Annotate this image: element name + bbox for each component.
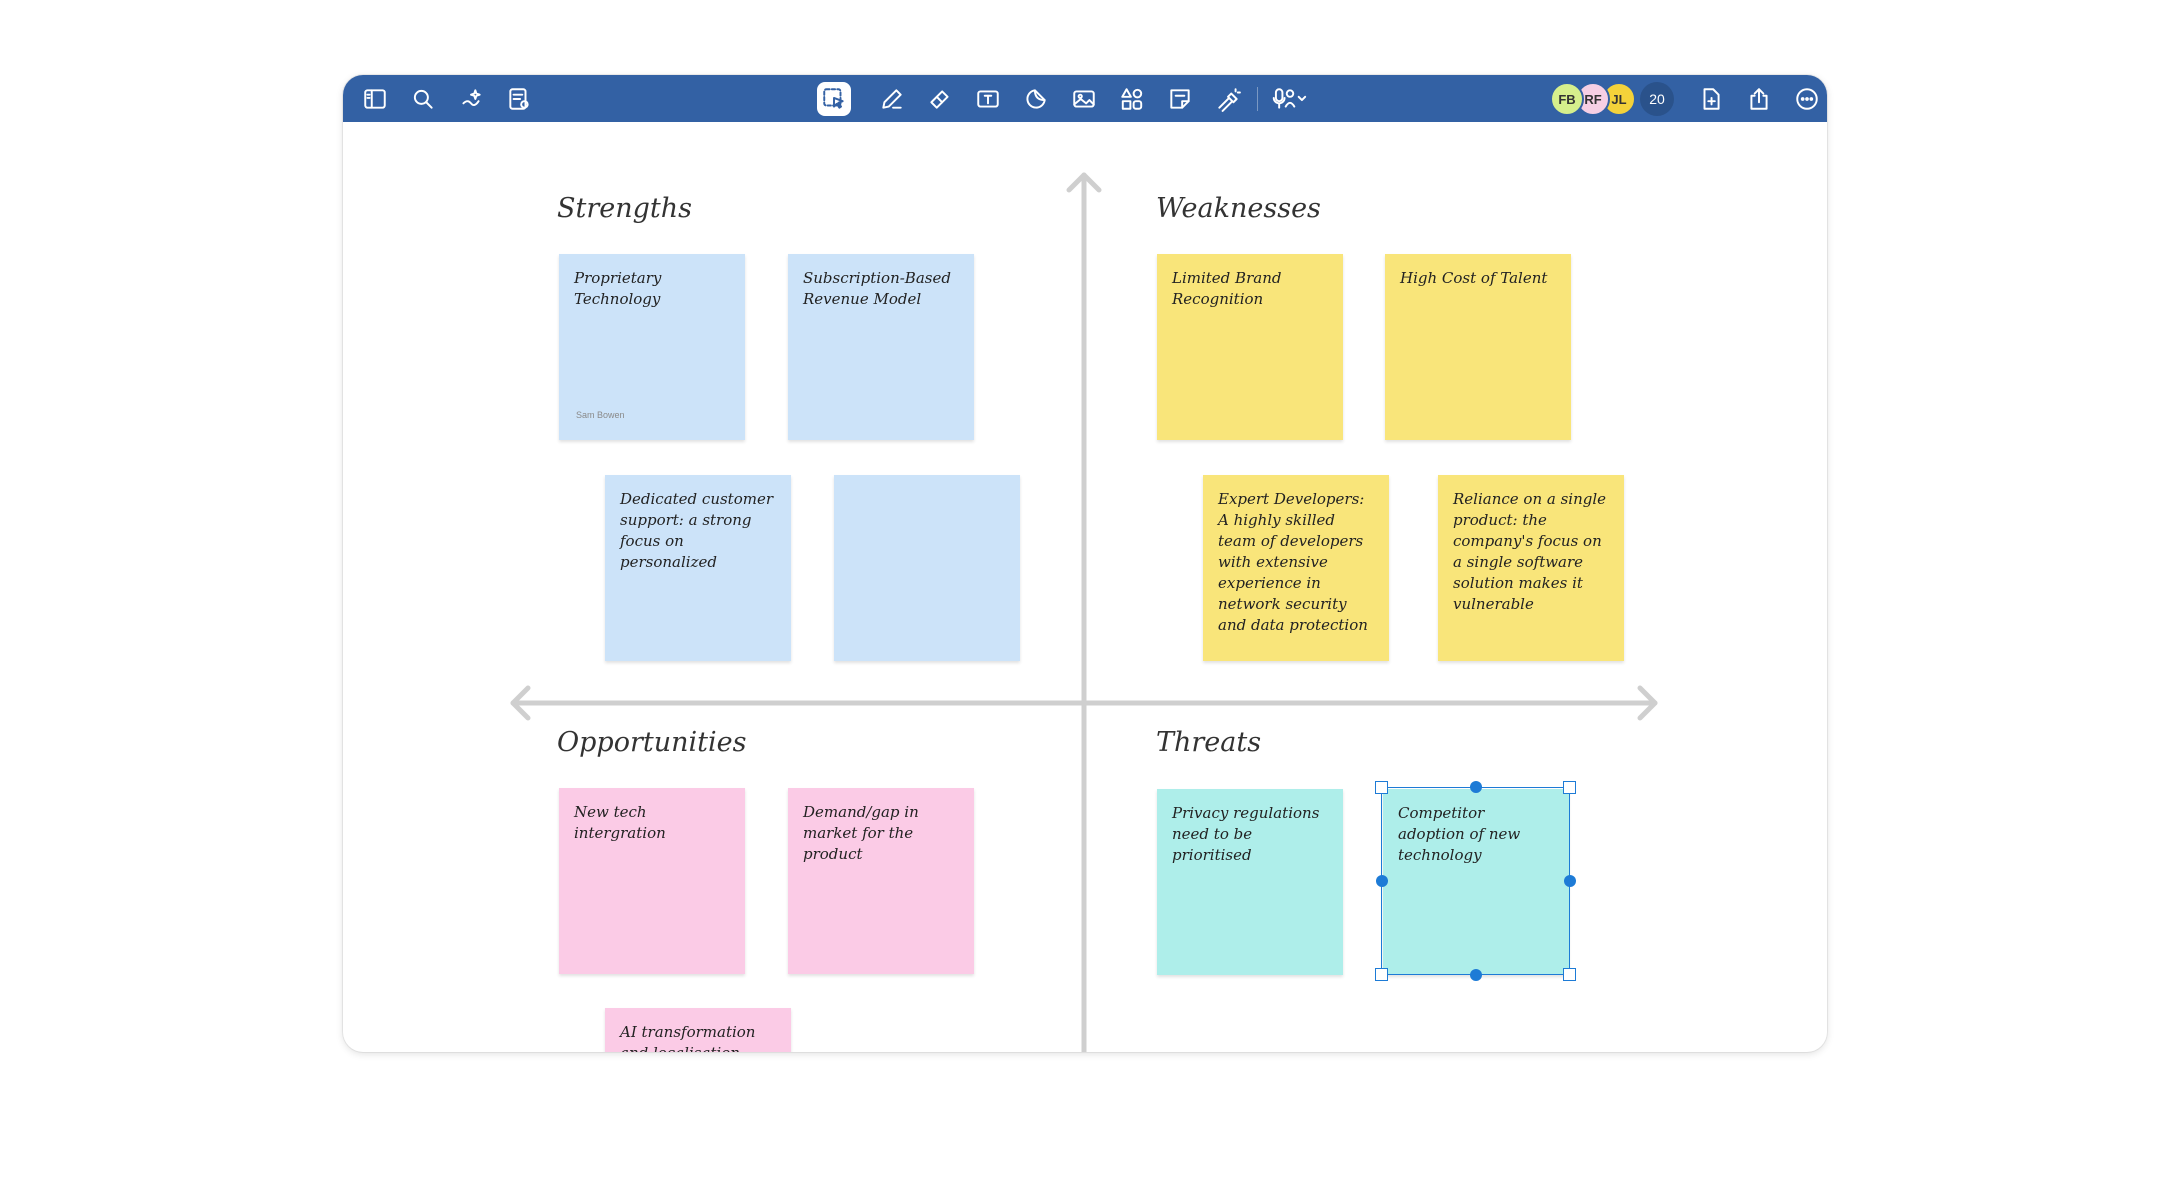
avatar[interactable]: FB xyxy=(1550,82,1584,116)
sticky-note-text: Dedicated customer support: a strong foc… xyxy=(620,490,774,571)
sticky-note[interactable]: Limited Brand Recognition xyxy=(1157,254,1343,440)
sticky-note-text: Competitor adoption of new technology xyxy=(1398,804,1521,864)
sticky-note-text: Privacy regulations need to be prioritis… xyxy=(1172,804,1320,864)
avatar-initials: FB xyxy=(1558,91,1576,107)
sticky-note[interactable]: High Cost of Talent xyxy=(1385,254,1571,440)
sticky-note[interactable]: Demand/gap in market for the product xyxy=(788,788,974,974)
eraser-icon[interactable] xyxy=(923,82,957,116)
toolbar-divider xyxy=(1257,87,1258,111)
sticky-note[interactable]: New tech intergration xyxy=(559,788,745,974)
resize-handle-left[interactable] xyxy=(1376,875,1388,887)
search-icon[interactable] xyxy=(406,82,440,116)
sticky-note-text: Demand/gap in market for the product xyxy=(803,803,919,863)
resize-handle-top-right[interactable] xyxy=(1563,781,1576,794)
lasso-select-icon[interactable] xyxy=(817,82,851,116)
sticky-note[interactable]: Dedicated customer support: a strong foc… xyxy=(605,475,791,661)
quadrant-title-threats: Threats xyxy=(1156,727,1262,758)
sticky-note[interactable] xyxy=(834,475,1020,661)
avatar[interactable]: JL xyxy=(1602,82,1636,116)
sticky-note[interactable]: Privacy regulations need to be prioritis… xyxy=(1157,789,1343,975)
toolbar: FB RF JL 20 xyxy=(343,75,1827,122)
quadrant-title-strengths: Strengths xyxy=(557,193,692,224)
add-page-icon[interactable] xyxy=(1694,82,1728,116)
sticky-note-text: Expert Developers: A highly skilled team… xyxy=(1218,490,1368,634)
sticky-note-author: Sam Bowen xyxy=(576,410,625,420)
resize-handle-top[interactable] xyxy=(1470,781,1482,793)
sticky-note-text: Reliance on a single product: the compan… xyxy=(1453,490,1607,613)
sticky-note-text: New tech intergration xyxy=(574,803,666,842)
audio-record-icon[interactable] xyxy=(1267,82,1313,116)
laser-pointer-icon[interactable] xyxy=(1211,82,1245,116)
resize-handle-right[interactable] xyxy=(1564,875,1576,887)
sticky-note[interactable]: Expert Developers: A highly skilled team… xyxy=(1203,475,1389,661)
more-icon[interactable] xyxy=(1790,82,1824,116)
sticky-note-text: Proprietary Technology xyxy=(574,269,662,308)
sidebar-icon[interactable] xyxy=(358,82,392,116)
sticky-note-text: Limited Brand Recognition xyxy=(1172,269,1282,308)
pen-icon[interactable] xyxy=(875,82,909,116)
resize-handle-bottom[interactable] xyxy=(1470,969,1482,981)
sticky-note-text: AI transformation and localisation tools xyxy=(620,1023,756,1052)
quadrant-title-opportunities: Opportunities xyxy=(557,727,747,758)
sticky-note[interactable]: Reliance on a single product: the compan… xyxy=(1438,475,1624,661)
sticky-note-selected[interactable]: Competitor adoption of new technology xyxy=(1383,789,1569,975)
image-icon[interactable] xyxy=(1067,82,1101,116)
swot-axes xyxy=(510,172,1658,1052)
sticky-note-text: Subscription-Based Revenue Model xyxy=(803,269,951,308)
sticky-note[interactable]: Subscription-Based Revenue Model xyxy=(788,254,974,440)
sticky-note-text: High Cost of Talent xyxy=(1400,269,1548,287)
resize-handle-bottom-left[interactable] xyxy=(1375,968,1388,981)
ai-sparkle-icon[interactable] xyxy=(454,82,488,116)
avatar-initials: JL xyxy=(1611,91,1627,107)
whiteboard-canvas[interactable]: Strengths Proprietary Technology Sam Bow… xyxy=(343,122,1827,1052)
sticky-note-icon[interactable] xyxy=(1163,82,1197,116)
shapes-icon[interactable] xyxy=(1115,82,1149,116)
resize-handle-top-left[interactable] xyxy=(1375,781,1388,794)
notes-list-icon[interactable] xyxy=(502,82,536,116)
avatar-initials: RF xyxy=(1584,91,1602,107)
sticky-note[interactable]: Proprietary Technology Sam Bowen xyxy=(559,254,745,440)
app-window: FB RF JL 20 Stre xyxy=(343,75,1827,1052)
collaborator-count[interactable]: 20 xyxy=(1640,82,1674,116)
quadrant-title-weaknesses: Weaknesses xyxy=(1156,193,1321,224)
text-box-icon[interactable] xyxy=(971,82,1005,116)
share-icon[interactable] xyxy=(1742,82,1776,116)
resize-handle-bottom-right[interactable] xyxy=(1563,968,1576,981)
sticker-icon[interactable] xyxy=(1019,82,1053,116)
sticky-note[interactable]: AI transformation and localisation tools xyxy=(605,1008,791,1052)
